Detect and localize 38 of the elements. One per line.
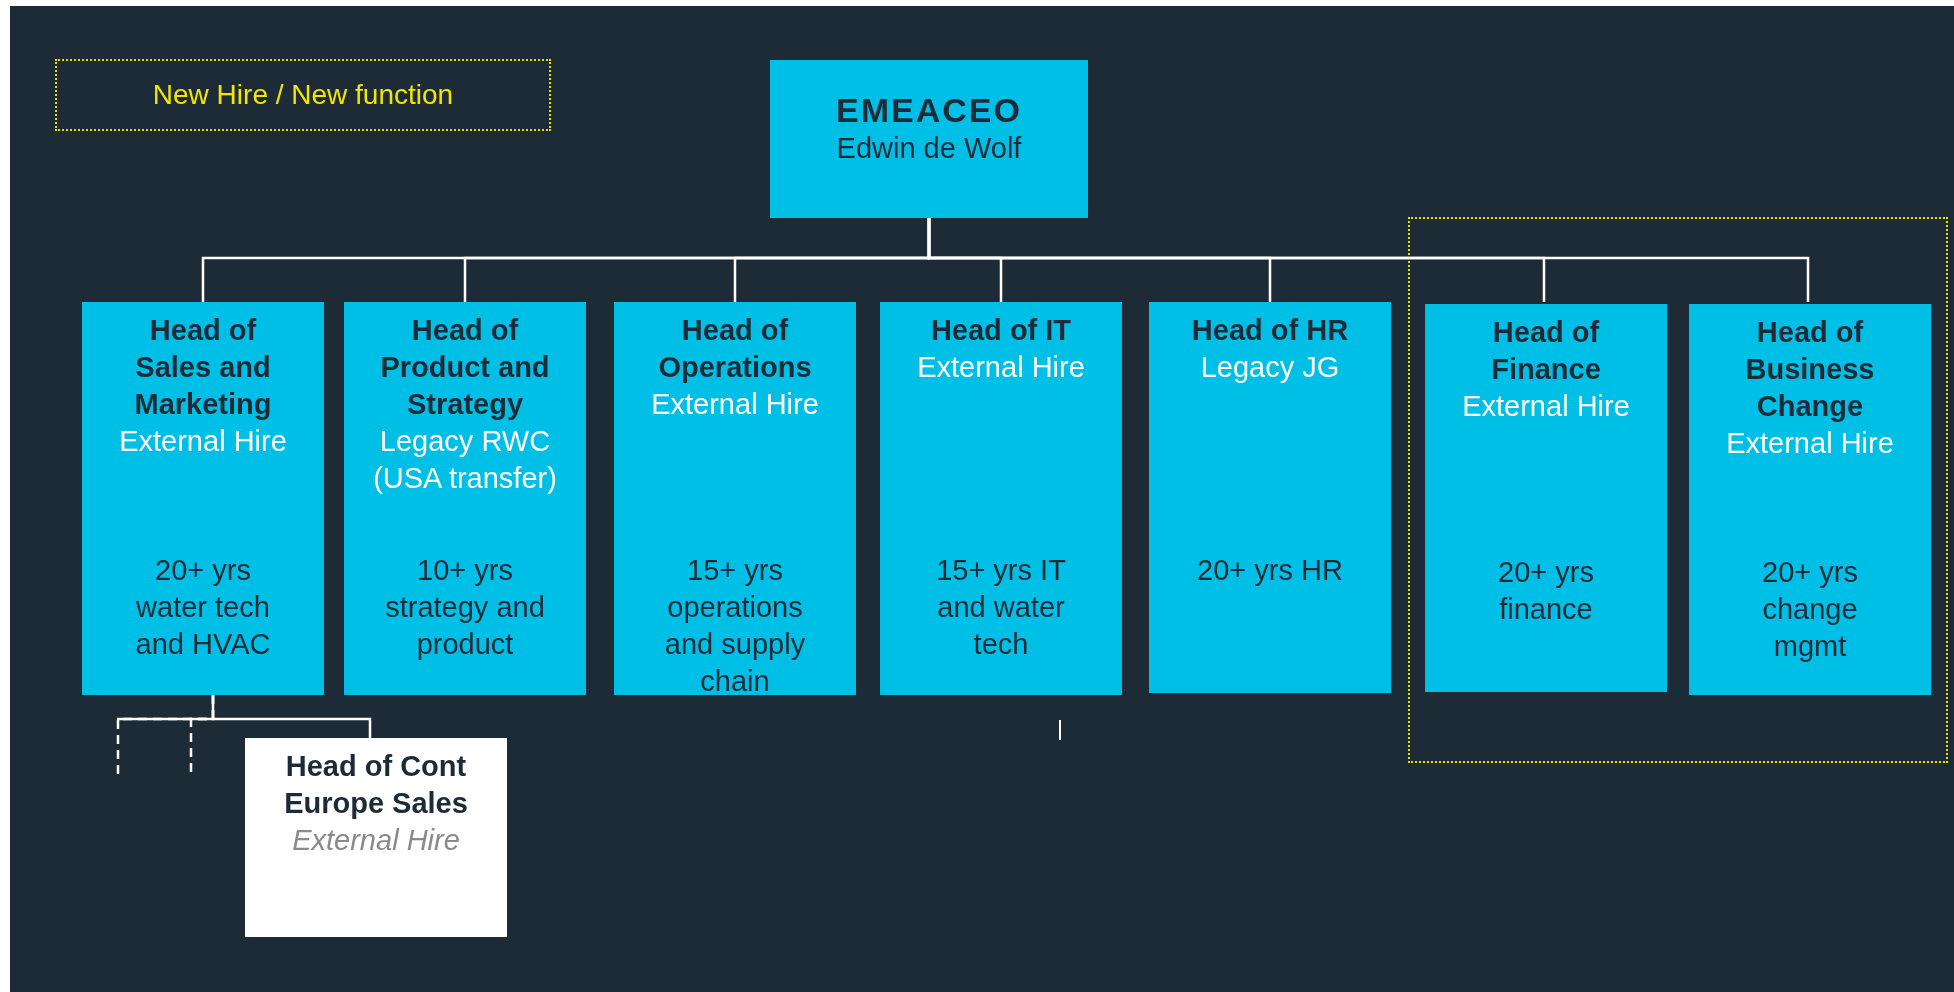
role-box <box>880 302 1122 695</box>
hire-source: External Hire <box>118 424 288 459</box>
experience-text: 20+ yrs finance <box>1497 555 1595 627</box>
hire-source: External Hire <box>650 387 820 422</box>
hire-source: External Hire <box>916 350 1086 385</box>
experience-text: 20+ yrs change mgmt <box>1761 555 1859 664</box>
connector-line <box>211 695 372 738</box>
experience-text: 20+ yrs water tech and HVAC <box>134 553 272 662</box>
role-box <box>245 738 507 937</box>
hire-source: Legacy RWC (USA transfer) <box>372 424 558 496</box>
experience-text: 20+ yrs HR <box>1196 553 1344 588</box>
role-box <box>614 302 856 695</box>
role-title: Head of Cont Europe Sales <box>283 749 469 821</box>
hire-source: External Hire <box>1461 389 1631 424</box>
role-title: EMEACEO <box>835 90 1023 130</box>
role-title: Head of Operations <box>657 313 813 385</box>
connector-line <box>927 218 1810 302</box>
group-outline-box <box>1408 217 1948 763</box>
hire-source: External Hire <box>1725 426 1895 461</box>
person-name: Edwin de Wolf <box>835 131 1023 166</box>
experience-text: 10+ yrs strategy and product <box>384 553 546 662</box>
role-title: Head of IT <box>929 313 1073 348</box>
experience-text: 15+ yrs operations and supply chain <box>663 553 807 699</box>
experience-text: 15+ yrs IT and water tech <box>935 553 1067 662</box>
hire-source: Legacy JG <box>1199 350 1341 385</box>
hire-source: External Hire <box>291 823 461 858</box>
role-title: Head of HR <box>1190 313 1350 348</box>
role-title: Head of Business Change <box>1744 315 1876 424</box>
role-title: Head of Finance <box>1490 315 1602 387</box>
role-box <box>1149 302 1391 693</box>
role-box <box>82 302 324 695</box>
role-title: Head of Product and Strategy <box>379 313 551 422</box>
role-box <box>344 302 586 695</box>
role-title: Head of Sales and Marketing <box>133 313 273 422</box>
ceo-box <box>770 60 1088 218</box>
role-box <box>1689 304 1931 695</box>
legend-text: New Hire / New function <box>152 79 454 111</box>
role-box <box>1425 304 1667 692</box>
